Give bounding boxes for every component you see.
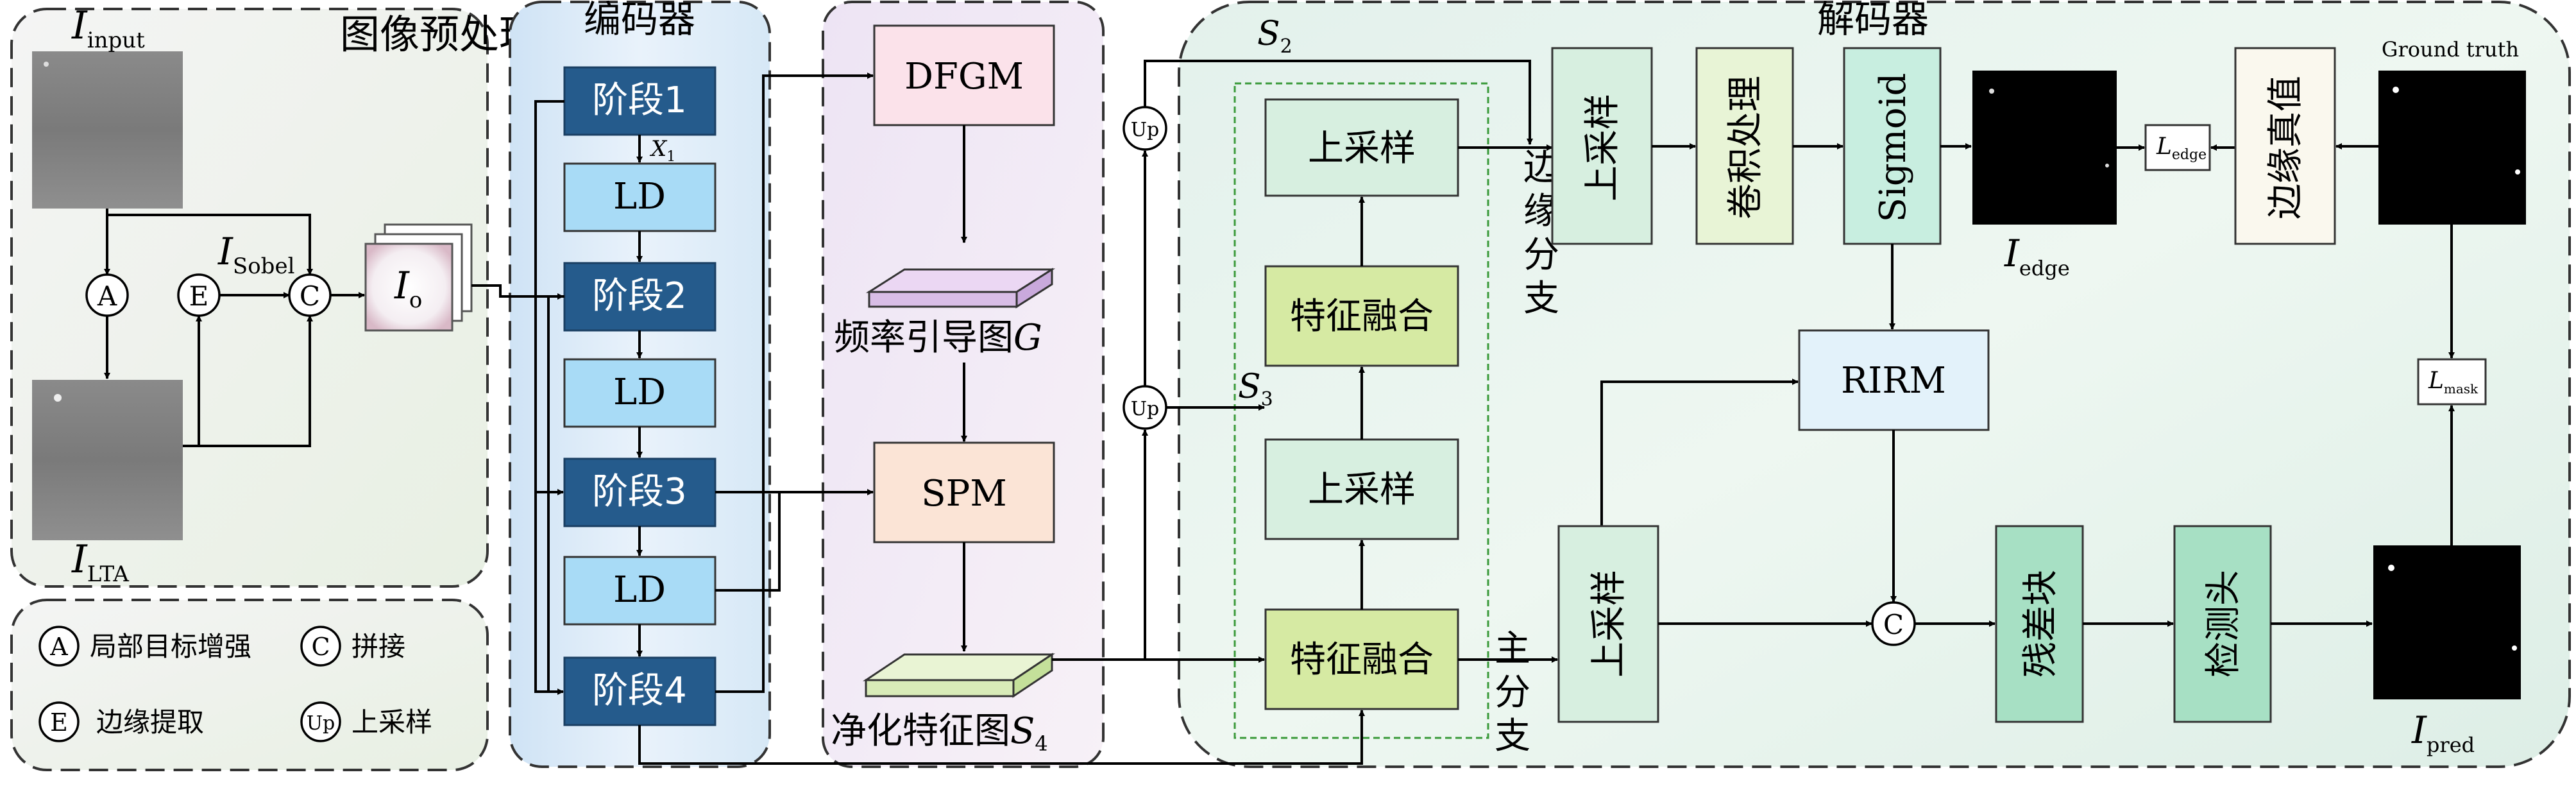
svg-text:上采样: 上采样 [1308,128,1416,169]
svg-text:主: 主 [1495,628,1530,670]
ipred-label: Ipred [2411,708,2475,757]
svg-text:残差块: 残差块 [2020,570,2062,678]
legend-upsample: 上采样 [352,706,432,738]
svg-text:DFGM: DFGM [904,56,1024,98]
svg-text:Sigmoid: Sigmoid [1872,73,1914,223]
ground-truth-label: Ground truth [2382,37,2519,62]
input-label: Iinput [71,3,145,53]
s2-label: S2 [1257,15,1292,58]
svg-text:A: A [97,280,117,312]
ld-block-3 [563,556,716,626]
edge-gt-block [2234,47,2336,245]
iedge-label: Iedge [2004,232,2070,280]
spm-block [873,441,1055,543]
sobel-label: ISobel [217,230,294,279]
stage3-block [563,457,716,527]
svg-text:上采样: 上采样 [1588,570,1630,678]
ld-block-2 [563,358,716,428]
legend-panel: A 局部目标增强 C 拼接 E 边缘提取 Up 上采样 [10,599,489,771]
svg-text:阶段2: 阶段2 [592,275,687,317]
stage1-block [563,66,716,136]
stage2-block [563,262,716,332]
svg-text:LD: LD [613,569,666,611]
fusion-block-top [1264,265,1459,367]
mask-loss-box [2417,358,2487,406]
svg-text:阶段4: 阶段4 [592,670,687,712]
dfgm-block [873,24,1055,126]
svg-text:LD: LD [613,372,666,413]
io-feature-stack [364,243,453,332]
svg-text:分: 分 [1495,672,1530,713]
decoder-title: 解码器 [1817,0,1929,41]
svg-text:C: C [300,280,320,312]
fusion-block-bottom [1264,608,1459,710]
sigmoid-block [1843,47,1942,245]
legend-local-enhance: 局部目标增强 [90,631,251,662]
svg-text:LD: LD [613,176,666,218]
svg-text:RIRM: RIRM [1841,360,1946,402]
preprocess-title: 图像预处理 [340,11,539,58]
main-upsample-block [1557,525,1659,723]
detect-head-block [2173,525,2272,723]
freq-guide-map [1015,268,1053,309]
svg-text:C: C [311,633,330,661]
input-image [32,51,183,209]
fusion-group [1233,82,1489,739]
encoder-panel: 编码器 阶段1 LD 阶段2 LD 阶段3 LD 阶段4 X1 [471,0,771,768]
svg-text:支: 支 [1523,278,1559,320]
svg-text:上采样: 上采样 [1582,94,1623,201]
svg-text:E: E [189,280,209,312]
svg-text:Up: Up [1131,398,1160,420]
svg-text:特征融合: 特征融合 [1290,639,1434,681]
svg-text:卷积处理: 卷积处理 [1725,76,1767,219]
lta-image [32,380,183,540]
freq-map-label: 频率引导图G [834,317,1042,359]
svg-text:边缘真值: 边缘真值 [2265,76,2307,219]
preprocess-panel: 图像预处理 Iinput ILTA A E C ISobel Io [10,3,539,588]
svg-text:检测头: 检测头 [2203,570,2244,678]
svg-text:Lmask: Lmask [2428,368,2479,397]
main-branch-label: 主 分 支 [1495,628,1530,757]
edge-pred-image [1972,71,2117,225]
io-label: Io [394,264,422,313]
svg-text:C: C [1883,609,1904,640]
edge-loss-box [2144,124,2211,171]
middle-panel: DFGM 频率引导图G SPM 净化特征图S4 [715,1,1105,768]
svg-text:特征融合: 特征融合 [1290,296,1434,337]
purified-feature-map [1012,653,1053,698]
svg-text:Ledge: Ledge [2156,133,2207,163]
legend-edge-extract: 边缘提取 [96,706,204,738]
lta-label: ILTA [71,537,129,587]
legend-concat: 拼接 [352,631,405,662]
rirm-block [1798,329,1990,431]
pred-image [2373,545,2521,699]
decoder-panel: 解码器 上采样 特征融合 上采样 特征融合 Up Up S2 S3 边 [638,0,2571,768]
ground-truth-image [2378,71,2526,225]
x1-label: X1 [649,136,675,165]
svg-text:Up: Up [307,712,335,735]
svg-text:上采样: 上采样 [1308,469,1416,511]
ld-block-1 [563,162,716,232]
svg-text:E: E [50,708,68,737]
svg-text:阶段3: 阶段3 [592,471,687,513]
upsample-block-bottom [1264,438,1459,540]
svg-text:A: A [49,633,68,661]
svg-text:Up: Up [1131,119,1160,141]
s3-label: S3 [1238,368,1273,411]
svg-text:阶段1: 阶段1 [592,80,687,121]
encoder-title: 编码器 [584,0,695,41]
svg-text:支: 支 [1495,715,1530,757]
purified-map-label: 净化特征图S4 [831,710,1048,756]
conv-block [1695,47,1794,245]
svg-text:SPM: SPM [921,473,1006,515]
